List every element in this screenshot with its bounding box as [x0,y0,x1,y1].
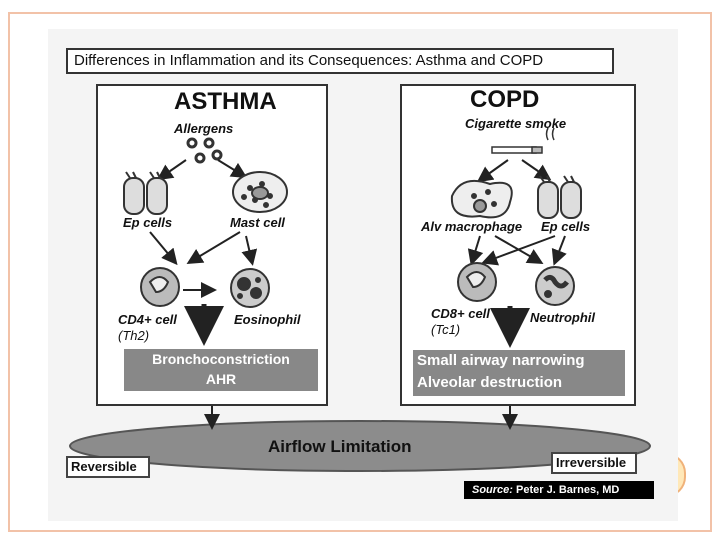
cd4-cell-label: CD4+ cell [118,312,177,327]
cd4-cell-icon [140,267,180,307]
asthma-result-line2: AHR [205,371,237,387]
eosinophil-icon [230,268,270,308]
alv-macrophage-label: Alv macrophage [421,219,523,234]
slide-border-bottom [8,530,712,532]
cd8-cell-icon [457,262,497,302]
eosinophil-label: Eosinophil [234,312,301,327]
copd-result-line1: Small airway narrowing [417,352,585,369]
slide-border-top [8,12,712,14]
irreversible-box: Irreversible [551,452,637,474]
airflow-limitation-ellipse [69,420,651,472]
asthma-heading: ASTHMA [174,88,277,115]
copd-ep-cells-label: Ep cells [541,219,591,234]
copd-heading: COPD [470,86,540,113]
asthma-result-box: Bronchoconstriction AHR [124,349,318,391]
cigarette-smoke-label: Cigarette smoke [465,116,567,131]
cd8-cell-label: CD8+ cell [431,306,490,321]
th2-label: (Th2) [118,328,150,343]
source-prefix: Source: [472,484,513,496]
copd-result-box: Small airway narrowing Alveolar destruct… [413,350,625,396]
slide-border-left [8,12,10,532]
mast-cell-icon [232,171,288,213]
asthma-result-line1: Bronchoconstriction [152,351,290,367]
neutrophil-icon [535,266,575,306]
asthma-ep-cells-label: Ep cells [123,215,173,230]
mast-cell-label: Mast cell [230,215,285,230]
alveolar-macrophage-icon [450,180,513,219]
copd-ep-cells-icon [537,175,582,219]
slide-border-right [710,12,712,532]
cigarette-icon [491,127,555,154]
source-author: Peter J. Barnes, MD [516,484,620,496]
reversible-box: Reversible [66,456,150,478]
copd-result-line2: Alveolar destruction [417,374,563,391]
allergens-label: Allergens [174,121,234,136]
figure-title: Differences in Inflammation and its Cons… [66,48,614,74]
source-credit: Source: Peter J. Barnes, MD [464,481,654,499]
tc1-label: (Tc1) [431,322,461,337]
asthma-ep-cells-icon [123,171,168,215]
neutrophil-label: Neutrophil [530,310,595,325]
allergen-particles-icon [186,137,223,164]
airflow-limitation-label: Airflow Limitation [268,437,412,456]
